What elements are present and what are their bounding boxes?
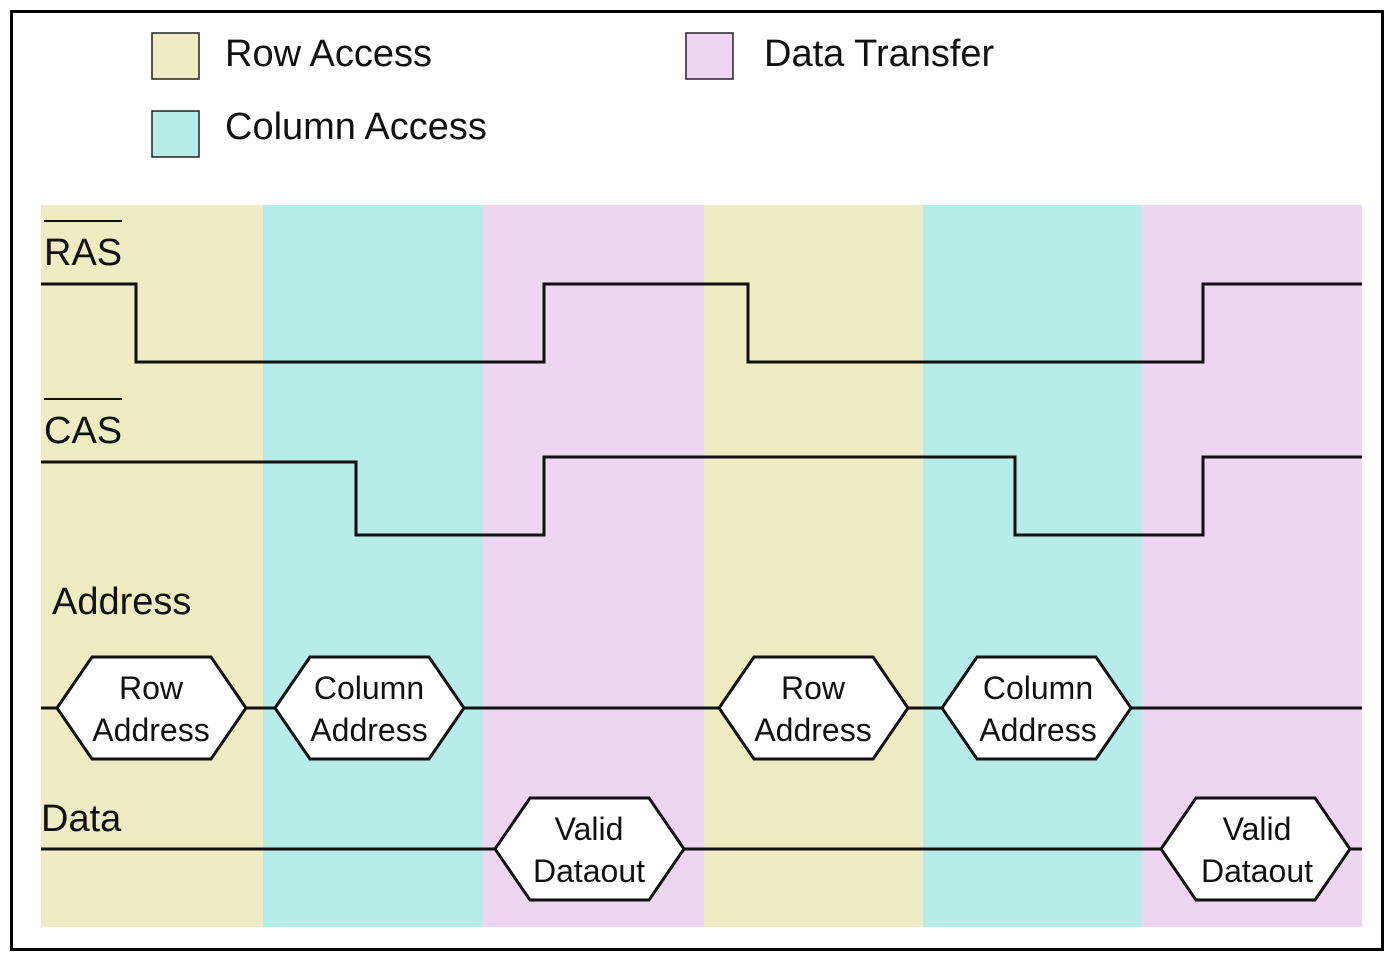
data-box-line1: Valid <box>555 811 624 847</box>
data-box-shape <box>493 796 686 902</box>
address-box-line2: Address <box>979 712 1096 748</box>
address-box-line2: Address <box>92 712 209 748</box>
address-box-line1: Row <box>119 670 184 706</box>
phase-band-row-access <box>704 205 923 927</box>
address-box-shape <box>940 655 1133 761</box>
data-label: Data <box>41 798 122 840</box>
address-box-line1: Row <box>781 670 846 706</box>
cas-waveform <box>41 455 1362 537</box>
data-box-line2: Dataout <box>533 853 645 889</box>
address-box-row: Row Address <box>55 655 248 761</box>
ras-label: RAS <box>44 232 122 274</box>
legend-swatch-column-access <box>151 110 200 158</box>
ras-waveform <box>41 282 1362 364</box>
phase-bands <box>41 205 1362 927</box>
address-box-shape <box>55 655 248 761</box>
legend-swatch-data-transfer <box>685 32 734 80</box>
legend-swatch-row-access <box>151 32 200 80</box>
phase-band-column-access <box>263 205 483 927</box>
data-box-shape <box>1159 796 1352 902</box>
legend-label-data-transfer: Data Transfer <box>764 33 995 75</box>
phase-band-row-access <box>41 205 263 927</box>
address-box-row: Row Address <box>717 655 910 761</box>
phase-band-column-access <box>923 205 1142 927</box>
cas-label: CAS <box>44 410 122 452</box>
data-box-line1: Valid <box>1223 811 1292 847</box>
data-box-valid-dataout: Valid Dataout <box>1159 796 1352 902</box>
signal-labels: RAS CAS Address Data <box>41 220 191 840</box>
address-box-line1: Column <box>983 670 1093 706</box>
address-box-line2: Address <box>754 712 871 748</box>
legend-label-column-access: Column Access <box>225 106 487 148</box>
address-box-column: Column Address <box>940 655 1133 761</box>
address-box-shape <box>273 655 466 761</box>
address-box-shape <box>717 655 910 761</box>
address-box-line2: Address <box>310 712 427 748</box>
data-box-line2: Dataout <box>1201 853 1313 889</box>
data-box-valid-dataout: Valid Dataout <box>493 796 686 902</box>
data-boxes: Valid Dataout Valid Dataout <box>493 796 1352 902</box>
legend-label-row-access: Row Access <box>225 33 432 75</box>
address-boxes: Row Address Column Address Row Address C… <box>55 655 1133 761</box>
waveforms <box>41 282 1362 851</box>
address-label: Address <box>52 581 191 623</box>
legend: Row Access Column Access Data Transfer <box>151 32 995 158</box>
address-box-line1: Column <box>314 670 424 706</box>
address-box-column: Column Address <box>273 655 466 761</box>
